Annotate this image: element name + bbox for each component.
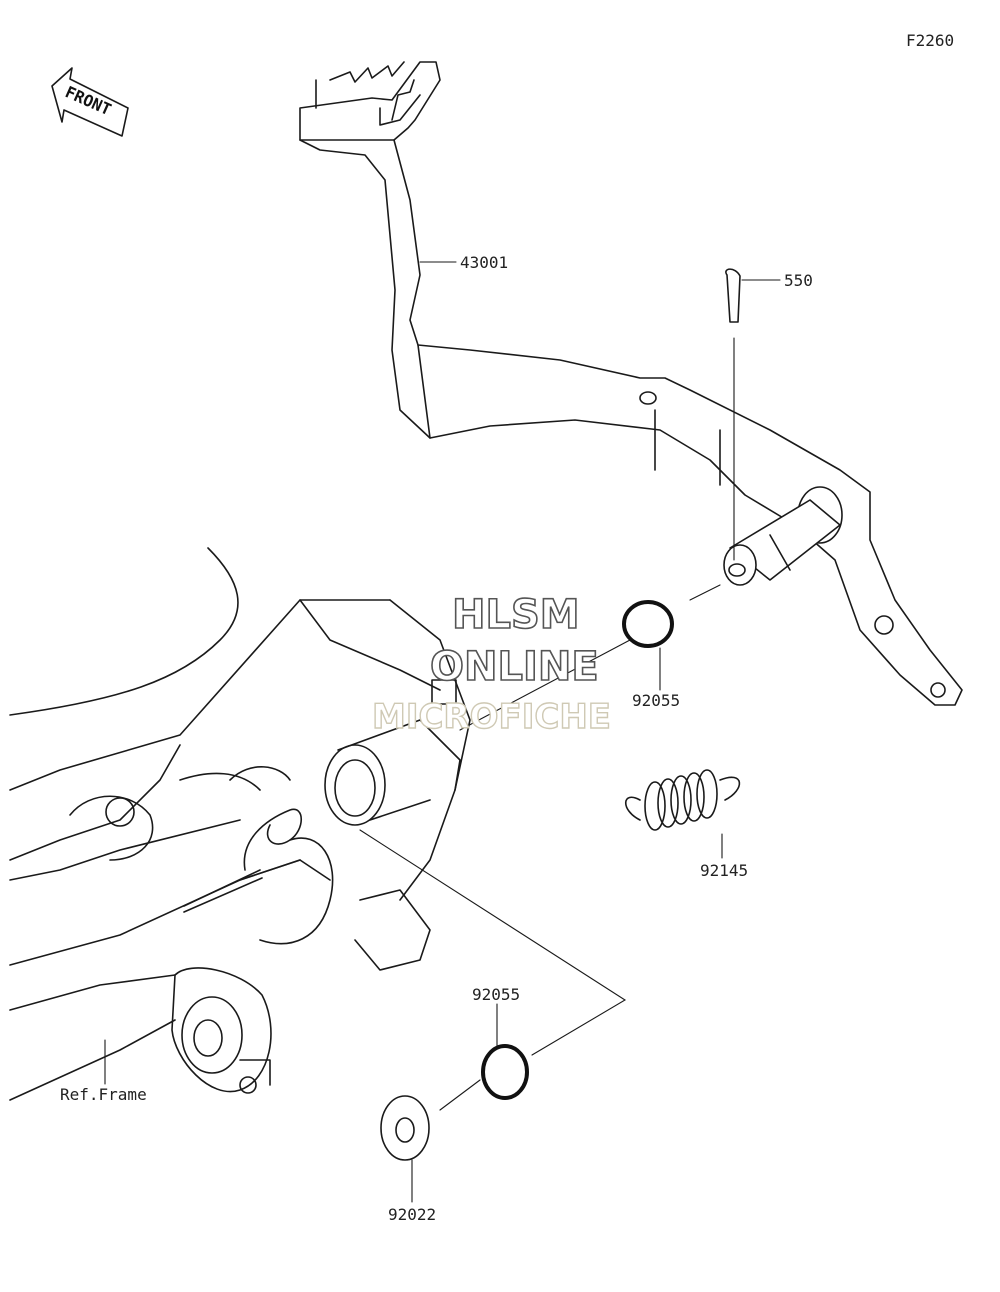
- cotter-pin-drawing: [725, 268, 781, 561]
- brake-pedal-drawing: [299, 61, 963, 706]
- ref-frame-label: Ref.Frame: [60, 1085, 147, 1104]
- watermark-line2: ONLINE: [430, 644, 599, 690]
- watermark-line3: MICROFICHE: [372, 697, 611, 737]
- figure-code: F2260: [906, 31, 954, 50]
- watermark-line1: HLSM: [452, 592, 580, 638]
- part-label-550: 550: [784, 271, 813, 290]
- frame-drawing: [9, 547, 471, 1101]
- watermark: HLSM ONLINE MICROFICHE: [371, 591, 611, 738]
- part-label-43001: 43001: [460, 253, 508, 272]
- front-arrow-icon: FRONT: [51, 67, 129, 137]
- part-label-92055-lower: 92055: [472, 985, 520, 1004]
- o-ring-lower-drawing: [481, 1003, 529, 1100]
- part-label-92145: 92145: [700, 861, 748, 880]
- o-ring-upper-drawing: [622, 600, 674, 691]
- return-spring-drawing: [624, 769, 741, 859]
- part-label-92022: 92022: [388, 1205, 436, 1224]
- washer-drawing: [380, 1095, 430, 1203]
- part-label-92055-upper: 92055: [632, 691, 680, 710]
